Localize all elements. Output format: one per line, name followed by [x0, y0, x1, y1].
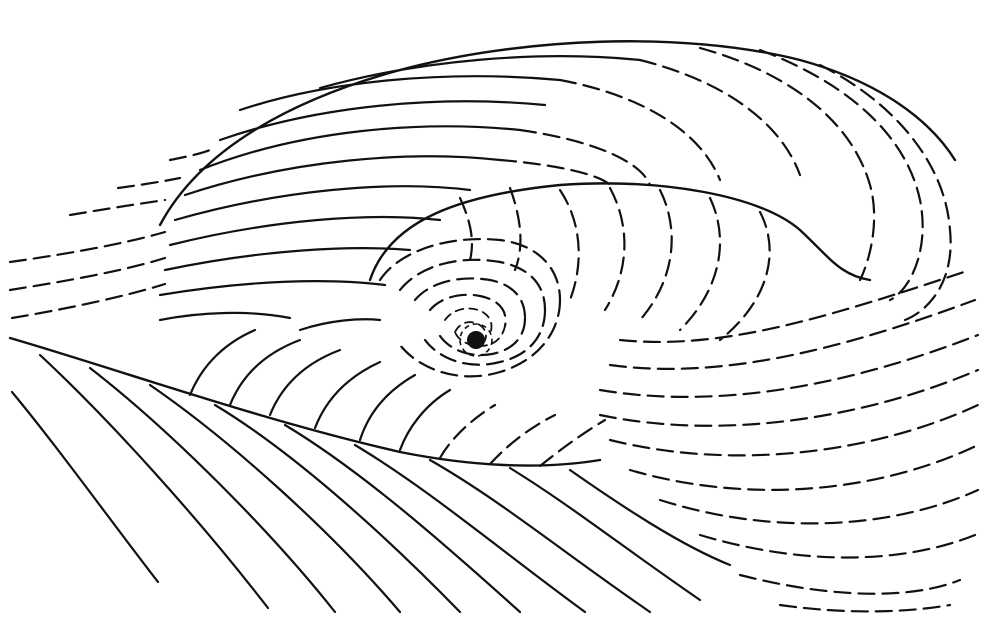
right-dashed-flow	[600, 270, 978, 611]
dashed-flow-line	[740, 575, 960, 594]
dashed-flow-line	[118, 178, 180, 188]
lower-sheet-line	[12, 392, 158, 582]
lower-inner-line	[490, 415, 555, 464]
radial-flow-line	[720, 212, 770, 340]
shell-line	[170, 217, 440, 245]
dashed-flow-line	[700, 535, 975, 558]
lower-fold-edge	[10, 338, 600, 466]
dashed-flow-line	[500, 160, 610, 185]
lower-sheet	[12, 355, 730, 612]
dashed-flow-line	[610, 300, 975, 369]
inner-fold-edge	[370, 183, 870, 280]
lower-inner-line	[190, 330, 255, 395]
lower-sheet-line	[570, 470, 730, 565]
central-singularity	[460, 324, 492, 356]
radial-flow-line	[680, 198, 720, 330]
dashed-flow-line	[620, 270, 970, 342]
radial-flow-line	[605, 188, 624, 310]
spiral-flow-line	[380, 239, 560, 300]
lower-inner-line	[400, 390, 450, 450]
shell-line	[160, 281, 385, 295]
dashed-flow-line	[560, 80, 720, 180]
radial-flow-line	[640, 190, 672, 320]
dashed-flow-line	[600, 370, 978, 426]
dashed-flow-line	[10, 258, 165, 290]
lower-inner-line	[270, 350, 340, 415]
dashed-flow-line	[170, 150, 210, 160]
lower-inner-line	[360, 375, 415, 440]
lower-inner-line	[300, 319, 380, 330]
central-singularity-dot	[467, 331, 485, 349]
radial-flow-line	[560, 190, 579, 300]
lower-sheet-line	[430, 460, 650, 612]
inner-radial-flow	[460, 188, 770, 340]
shell-line	[175, 186, 470, 220]
lower-sheet-line	[90, 368, 335, 612]
dashed-flow-line	[10, 232, 165, 262]
dashed-flow-line	[12, 284, 165, 318]
dashed-flow-line	[520, 130, 650, 185]
radial-flow-line	[510, 188, 520, 270]
dashed-flow-line	[600, 335, 978, 397]
lower-inner-line	[440, 405, 495, 458]
lower-inner-line	[160, 313, 290, 320]
lower-inner-line	[540, 420, 605, 466]
radial-flow-line	[460, 198, 472, 260]
lower-inner-line	[230, 340, 300, 405]
dashed-flow-line	[610, 405, 978, 455]
lower-sheet-line	[40, 355, 268, 608]
dashed-flow-line	[760, 50, 923, 300]
dashed-flow-line	[780, 605, 950, 611]
spiral-flow-line	[415, 278, 525, 318]
spiral-flow-line	[400, 260, 545, 310]
dashed-flow-line	[700, 48, 874, 280]
dashed-flow-line	[70, 200, 165, 215]
lower-sheet-line	[355, 445, 585, 612]
shell-line	[165, 248, 410, 270]
dashed-flow-line	[660, 490, 978, 523]
fold-edges	[10, 41, 955, 465]
